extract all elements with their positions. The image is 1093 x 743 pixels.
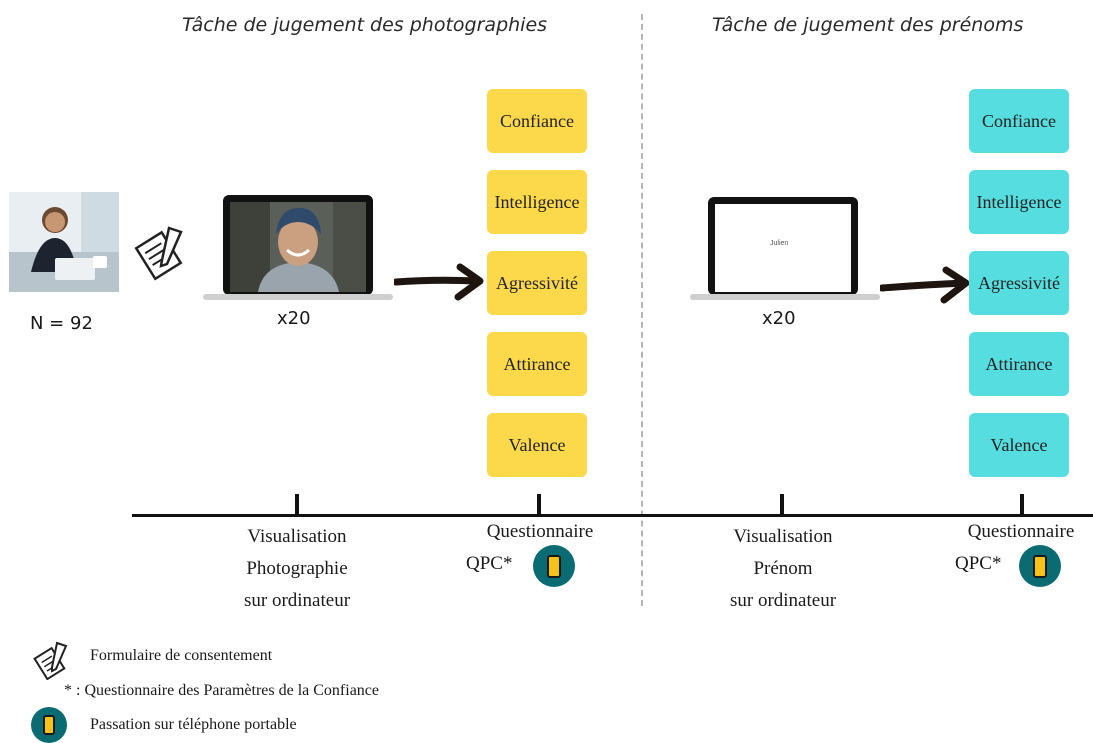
timeline-tick <box>1020 494 1024 514</box>
laptop-photo-icon <box>203 194 393 302</box>
right-repeat-count: x20 <box>762 308 796 329</box>
timeline-tick <box>780 494 784 514</box>
left-box-valence: Valence <box>487 413 587 477</box>
right-box-attirance: Attirance <box>969 332 1069 396</box>
section-divider <box>641 14 643 606</box>
consent-form-icon <box>32 640 72 681</box>
right-box-intelligence: Intelligence <box>969 170 1069 234</box>
consent-form-icon <box>133 222 189 282</box>
legend-qpc: * : Questionnaire des Paramètres de la C… <box>64 682 379 699</box>
timeline-label-photo-view: Visualisation Photographie sur ordinateu… <box>243 526 351 611</box>
right-box-valence: Valence <box>969 413 1069 477</box>
phone-icon <box>1019 545 1061 587</box>
phone-icon <box>533 545 575 587</box>
participants-count: N = 92 <box>30 313 93 334</box>
left-box-confiance: Confiance <box>487 89 587 153</box>
left-box-intelligence: Intelligence <box>487 170 587 234</box>
timeline-tick <box>537 494 541 514</box>
left-arrow-icon <box>392 262 486 302</box>
qpc-label-right: QPC* <box>955 553 1002 574</box>
timeline-tick <box>295 494 299 514</box>
laptop-screen-name: Julien <box>770 240 789 247</box>
timeline-label-questionnaire-left: Questionnaire <box>486 521 594 542</box>
right-box-agressivite: Agressivité <box>969 251 1069 315</box>
left-box-attirance: Attirance <box>487 332 587 396</box>
qpc-label-left: QPC* <box>466 553 513 574</box>
timeline-axis <box>132 514 1093 517</box>
legend-consent: Formulaire de consentement <box>90 647 273 664</box>
legend-phone: Passation sur téléphone portable <box>90 716 297 733</box>
left-box-agressivite: Agressivité <box>487 251 587 315</box>
left-repeat-count: x20 <box>277 308 311 329</box>
timeline-label-questionnaire-right: Questionnaire <box>967 521 1075 542</box>
timeline-label-name-view: Visualisation Prénom sur ordinateur <box>729 526 837 611</box>
right-box-confiance: Confiance <box>969 89 1069 153</box>
right-task-title: Tâche de jugement des prénoms <box>712 14 1024 36</box>
participant-photo-icon <box>9 192 119 292</box>
left-task-title: Tâche de jugement des photographies <box>182 14 548 36</box>
phone-icon <box>31 707 67 743</box>
right-arrow-icon <box>878 266 972 306</box>
laptop-name-icon <box>690 196 880 302</box>
